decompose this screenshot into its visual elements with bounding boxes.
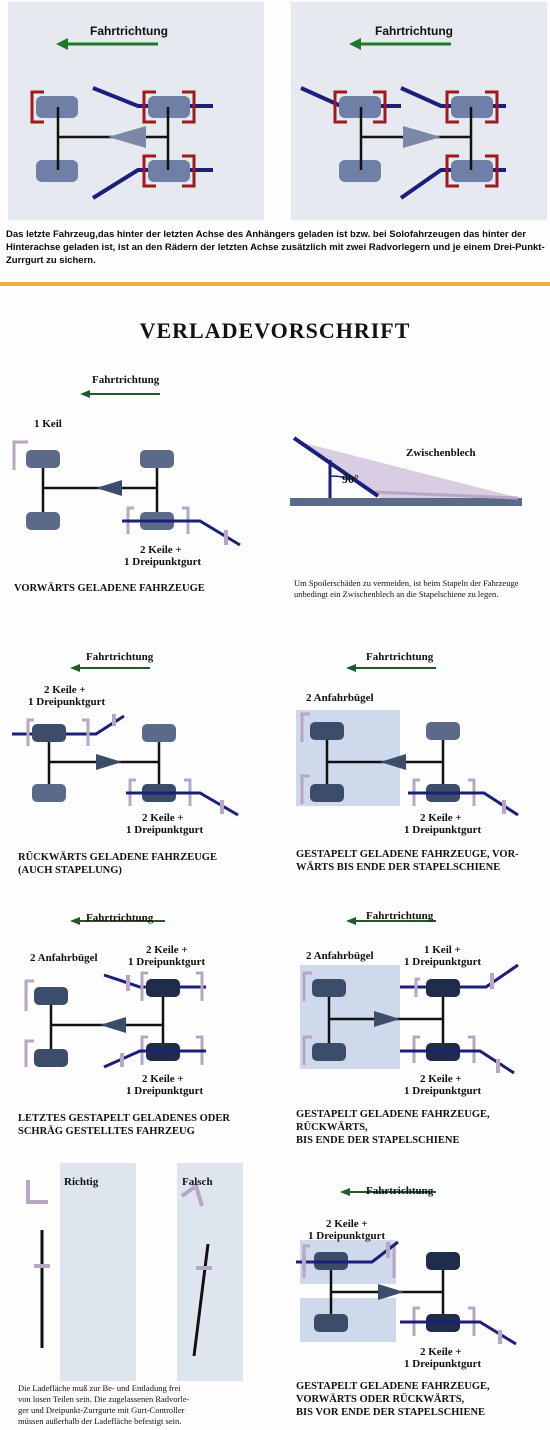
s2-right-label-top: 2 Anfahrbügel	[306, 692, 374, 704]
s2-left-label-bottom-1: 2 Keile +	[142, 812, 184, 824]
s3-right-caption-2: RÜCKWÄRTS,	[296, 1122, 368, 1133]
top-diagram-left: Fahrtrichtung	[8, 2, 264, 220]
top-note: Das letzte Fahrzeug,das hinter der letzt…	[6, 229, 545, 266]
richtig-panel	[60, 1163, 136, 1381]
s1-left-drawing	[12, 390, 241, 547]
s3-left-caption-2: SCHRÄG GESTELLTES FAHRZEUG	[18, 1126, 195, 1137]
s2-right-direction: Fahrtrichtung	[366, 651, 434, 663]
s1-left-label-bottom-1: 2 Keile +	[140, 544, 182, 556]
s2-left-caption-2: (AUCH STAPELUNG)	[18, 865, 122, 876]
s2-left-direction: Fahrtrichtung	[86, 651, 154, 663]
s1-left-label-top: 1 Keil	[34, 418, 62, 430]
top-right-vehicle-drawing	[300, 38, 506, 200]
s1-right-caption: Um Spoilerschäden zu vermeiden, ist beim…	[294, 578, 519, 599]
richtig-label: Richtig	[64, 1176, 99, 1188]
s4-right-caption-2: VORWÄRTS ODER RÜCKWÄRTS,	[296, 1394, 465, 1405]
s4-left-caption-3: ger und Dreipunkt-Zurrgurte mit Gurt-Con…	[18, 1405, 185, 1415]
s3-left-caption-1: LETZTES GESTAPELT GELADENES ODER	[18, 1113, 230, 1124]
s1-right-angle: 90°	[342, 472, 359, 486]
s3-right-label-bottom-1: 2 Keile +	[420, 1073, 462, 1085]
s4-right-label-bottom-2: 1 Dreipunktgurt	[404, 1358, 482, 1370]
top-left-vehicle-drawing	[30, 38, 213, 200]
s3-right-label-left: 2 Anfahrbügel	[306, 950, 374, 962]
top-diagram-right: Fahrtrichtung	[291, 2, 547, 220]
s3-right-label-top-2: 1 Dreipunktgurt	[404, 956, 482, 968]
direction-label: Fahrtrichtung	[90, 24, 168, 38]
s2-right-label-bottom-1: 2 Keile +	[420, 812, 462, 824]
s2-left-drawing	[12, 664, 239, 817]
s3-left-label-bottom-2: 1 Dreipunktgurt	[126, 1085, 204, 1097]
s3-right-caption-1: GESTAPELT GELADENE FAHRZEUGE,	[296, 1109, 490, 1120]
s3-left-drawing	[24, 917, 206, 1069]
s3-left-direction: Fahrtrichtung	[86, 912, 154, 924]
direction-label: Fahrtrichtung	[375, 24, 453, 38]
s3-right-caption-3: BIS ENDE DER STAPELSCHIENE	[296, 1135, 460, 1146]
s1-left-label-bottom-2: 1 Dreipunktgurt	[124, 556, 202, 568]
s4-right-drawing	[296, 1188, 517, 1346]
s4-right-caption-3: BIS VOR ENDE DER STAPELSCHIENE	[296, 1407, 486, 1418]
s2-right-caption-2: WÄRTS BIS ENDE DER STAPELSCHIENE	[296, 862, 501, 873]
s1-left-direction: Fahrtrichtung	[92, 374, 160, 386]
divider	[0, 282, 550, 286]
s4-right-caption-1: GESTAPELT GELADENE FAHRZEUGE,	[296, 1381, 490, 1392]
s1-right-drawing	[290, 436, 522, 506]
s4-left-caption-2: von losen Teilen sein. Die zugelassenen …	[18, 1394, 190, 1404]
s3-left-label-top-2: 1 Dreipunktgurt	[128, 956, 206, 968]
s3-left-label-left: 2 Anfahrbügel	[30, 952, 98, 964]
s1-right-label: Zwischenblech	[406, 447, 476, 459]
s2-left-caption-1: RÜCKWÄRTS GELADENE FAHRZEUGE	[18, 852, 217, 863]
s2-right-label-bottom-2: 1 Dreipunktgurt	[404, 824, 482, 836]
s2-right-caption-1: GESTAPELT GELADENE FAHRZEUGE, VOR-	[296, 849, 519, 860]
s4-right-label-top-2: 1 Dreipunktgurt	[308, 1230, 386, 1242]
s3-right-label-bottom-2: 1 Dreipunktgurt	[404, 1085, 482, 1097]
s3-right-drawing	[300, 917, 519, 1075]
s4-right-label-top-1: 2 Keile +	[326, 1218, 368, 1230]
s4-left-drawing	[26, 1180, 212, 1357]
s3-right-direction: Fahrtrichtung	[366, 910, 434, 922]
s2-left-label-top-2: 1 Dreipunktgurt	[28, 696, 106, 708]
s4-right-label-bottom-1: 2 Keile +	[420, 1346, 462, 1358]
s4-right-direction: Fahrtrichtung	[366, 1185, 434, 1197]
s2-left-label-top-1: 2 Keile +	[44, 684, 86, 696]
falsch-label: Falsch	[182, 1176, 213, 1188]
s2-right-drawing	[296, 664, 519, 817]
page-title: VERLADEVORSCHRIFT	[139, 318, 411, 343]
falsch-panel	[177, 1163, 243, 1381]
s3-left-label-bottom-1: 2 Keile +	[142, 1073, 184, 1085]
s1-left-caption: VORWÄRTS GELADENE FAHRZEUGE	[14, 583, 205, 594]
s4-left-caption-1: Die Ladefläche muß zur Be- und Entladung…	[18, 1383, 181, 1393]
s4-left-caption-4: müssen außerhalb der Ladefläche befestig…	[18, 1416, 182, 1426]
s3-right-label-top-1: 1 Keil +	[424, 944, 461, 956]
s3-left-label-top-1: 2 Keile +	[146, 944, 188, 956]
s2-left-label-bottom-2: 1 Dreipunktgurt	[126, 824, 204, 836]
